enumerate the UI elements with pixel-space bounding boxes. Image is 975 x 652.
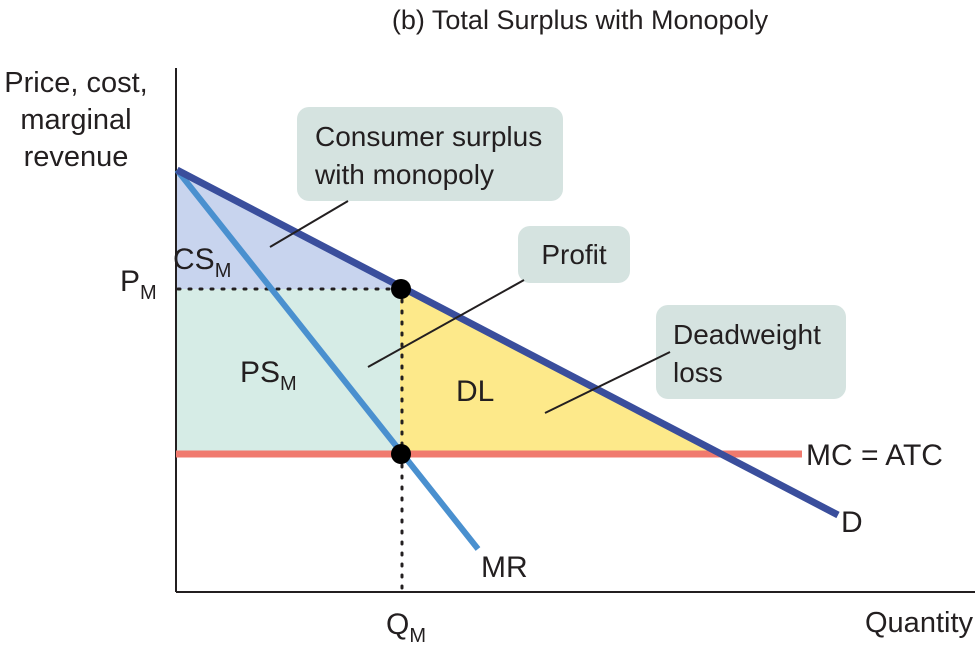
ps-region-label: PSM xyxy=(240,356,297,395)
consumer-surplus-callout-box xyxy=(297,107,563,201)
deadweight-loss-callout-line-2: loss xyxy=(673,357,723,388)
deadweight-loss-callout-line-1: Deadweight xyxy=(673,319,821,350)
y-axis-label-line-3: revenue xyxy=(24,141,129,173)
consumer-surplus-pointer xyxy=(269,200,349,248)
consumer-surplus-callout-line-1: Consumer surplus xyxy=(315,121,542,152)
marginal-revenue-curve xyxy=(174,168,481,551)
dl-region-label: DL xyxy=(456,375,494,408)
deadweight-loss-pointer xyxy=(544,351,671,414)
profit-callout-text: Profit xyxy=(541,239,607,270)
y-axis-label-line-2: marginal xyxy=(20,104,131,136)
monopoly-mr-mc-point xyxy=(391,444,411,464)
quantity-label: QM xyxy=(386,608,426,647)
consumer-surplus-callout-line-2: with monopoly xyxy=(314,159,494,190)
deadweight-loss-callout-box xyxy=(656,305,846,399)
diagram-title: (b) Total Surplus with Monopoly xyxy=(392,5,769,35)
y-axis-label-line-1: Price, cost, xyxy=(4,67,147,99)
mr-label: MR xyxy=(481,551,528,584)
mc-atc-label: MC = ATC xyxy=(806,439,943,472)
profit-pointer xyxy=(367,279,525,368)
price-label: PM xyxy=(120,265,157,304)
cs-region-label: CSM xyxy=(173,243,231,282)
x-axis-label: Quantity xyxy=(865,607,973,639)
producer-surplus-region xyxy=(176,289,400,454)
profit-callout-box xyxy=(518,226,630,283)
demand-label: D xyxy=(841,506,863,539)
demand-curve xyxy=(175,166,840,519)
monopoly-price-point xyxy=(391,279,411,299)
